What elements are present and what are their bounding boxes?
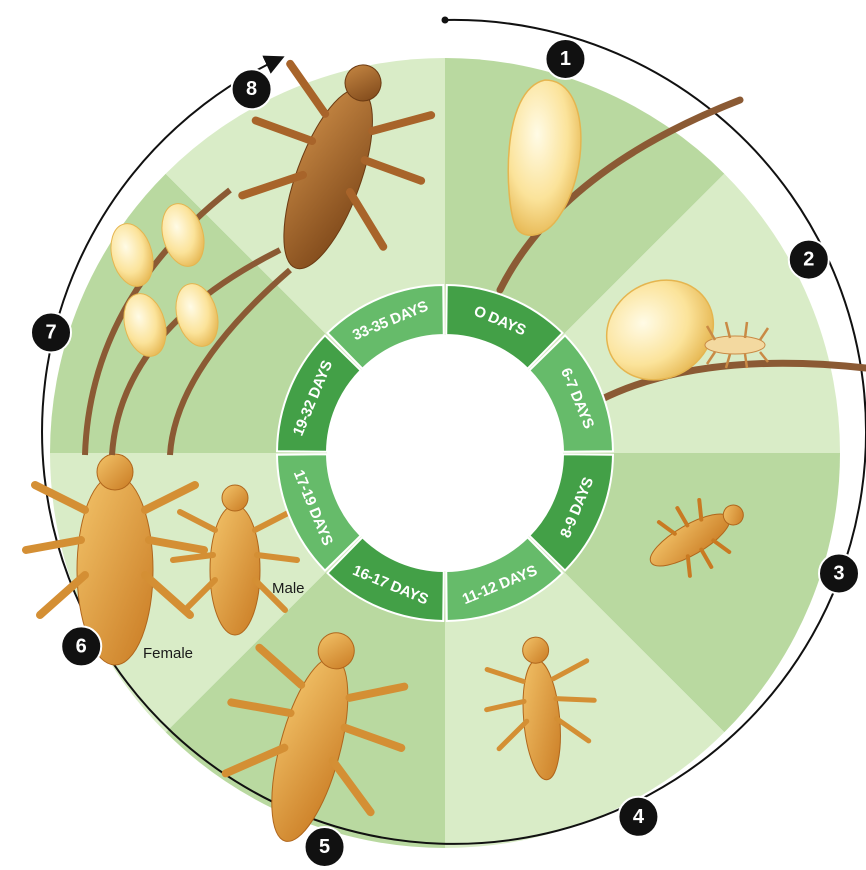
- step-number: 7: [45, 322, 56, 344]
- female-label: Female: [143, 645, 193, 662]
- step-number: 6: [76, 635, 87, 657]
- step-badge: 8: [232, 69, 272, 109]
- step-badge: 2: [789, 240, 829, 280]
- step-number: 8: [246, 78, 257, 100]
- step-badge: 6: [61, 626, 101, 666]
- male-label: Male: [272, 580, 305, 597]
- step-number: 3: [833, 562, 844, 584]
- step-number: 5: [319, 836, 330, 858]
- center-hole: [327, 335, 563, 571]
- step-badge: 4: [618, 797, 658, 837]
- step-badge: 7: [31, 313, 71, 353]
- step-number: 2: [803, 249, 814, 271]
- step-number: 4: [633, 806, 645, 828]
- step-badge: 3: [819, 553, 859, 593]
- step-badge: 5: [305, 827, 345, 867]
- step-number: 1: [560, 48, 571, 70]
- step-badge: 1: [545, 39, 585, 79]
